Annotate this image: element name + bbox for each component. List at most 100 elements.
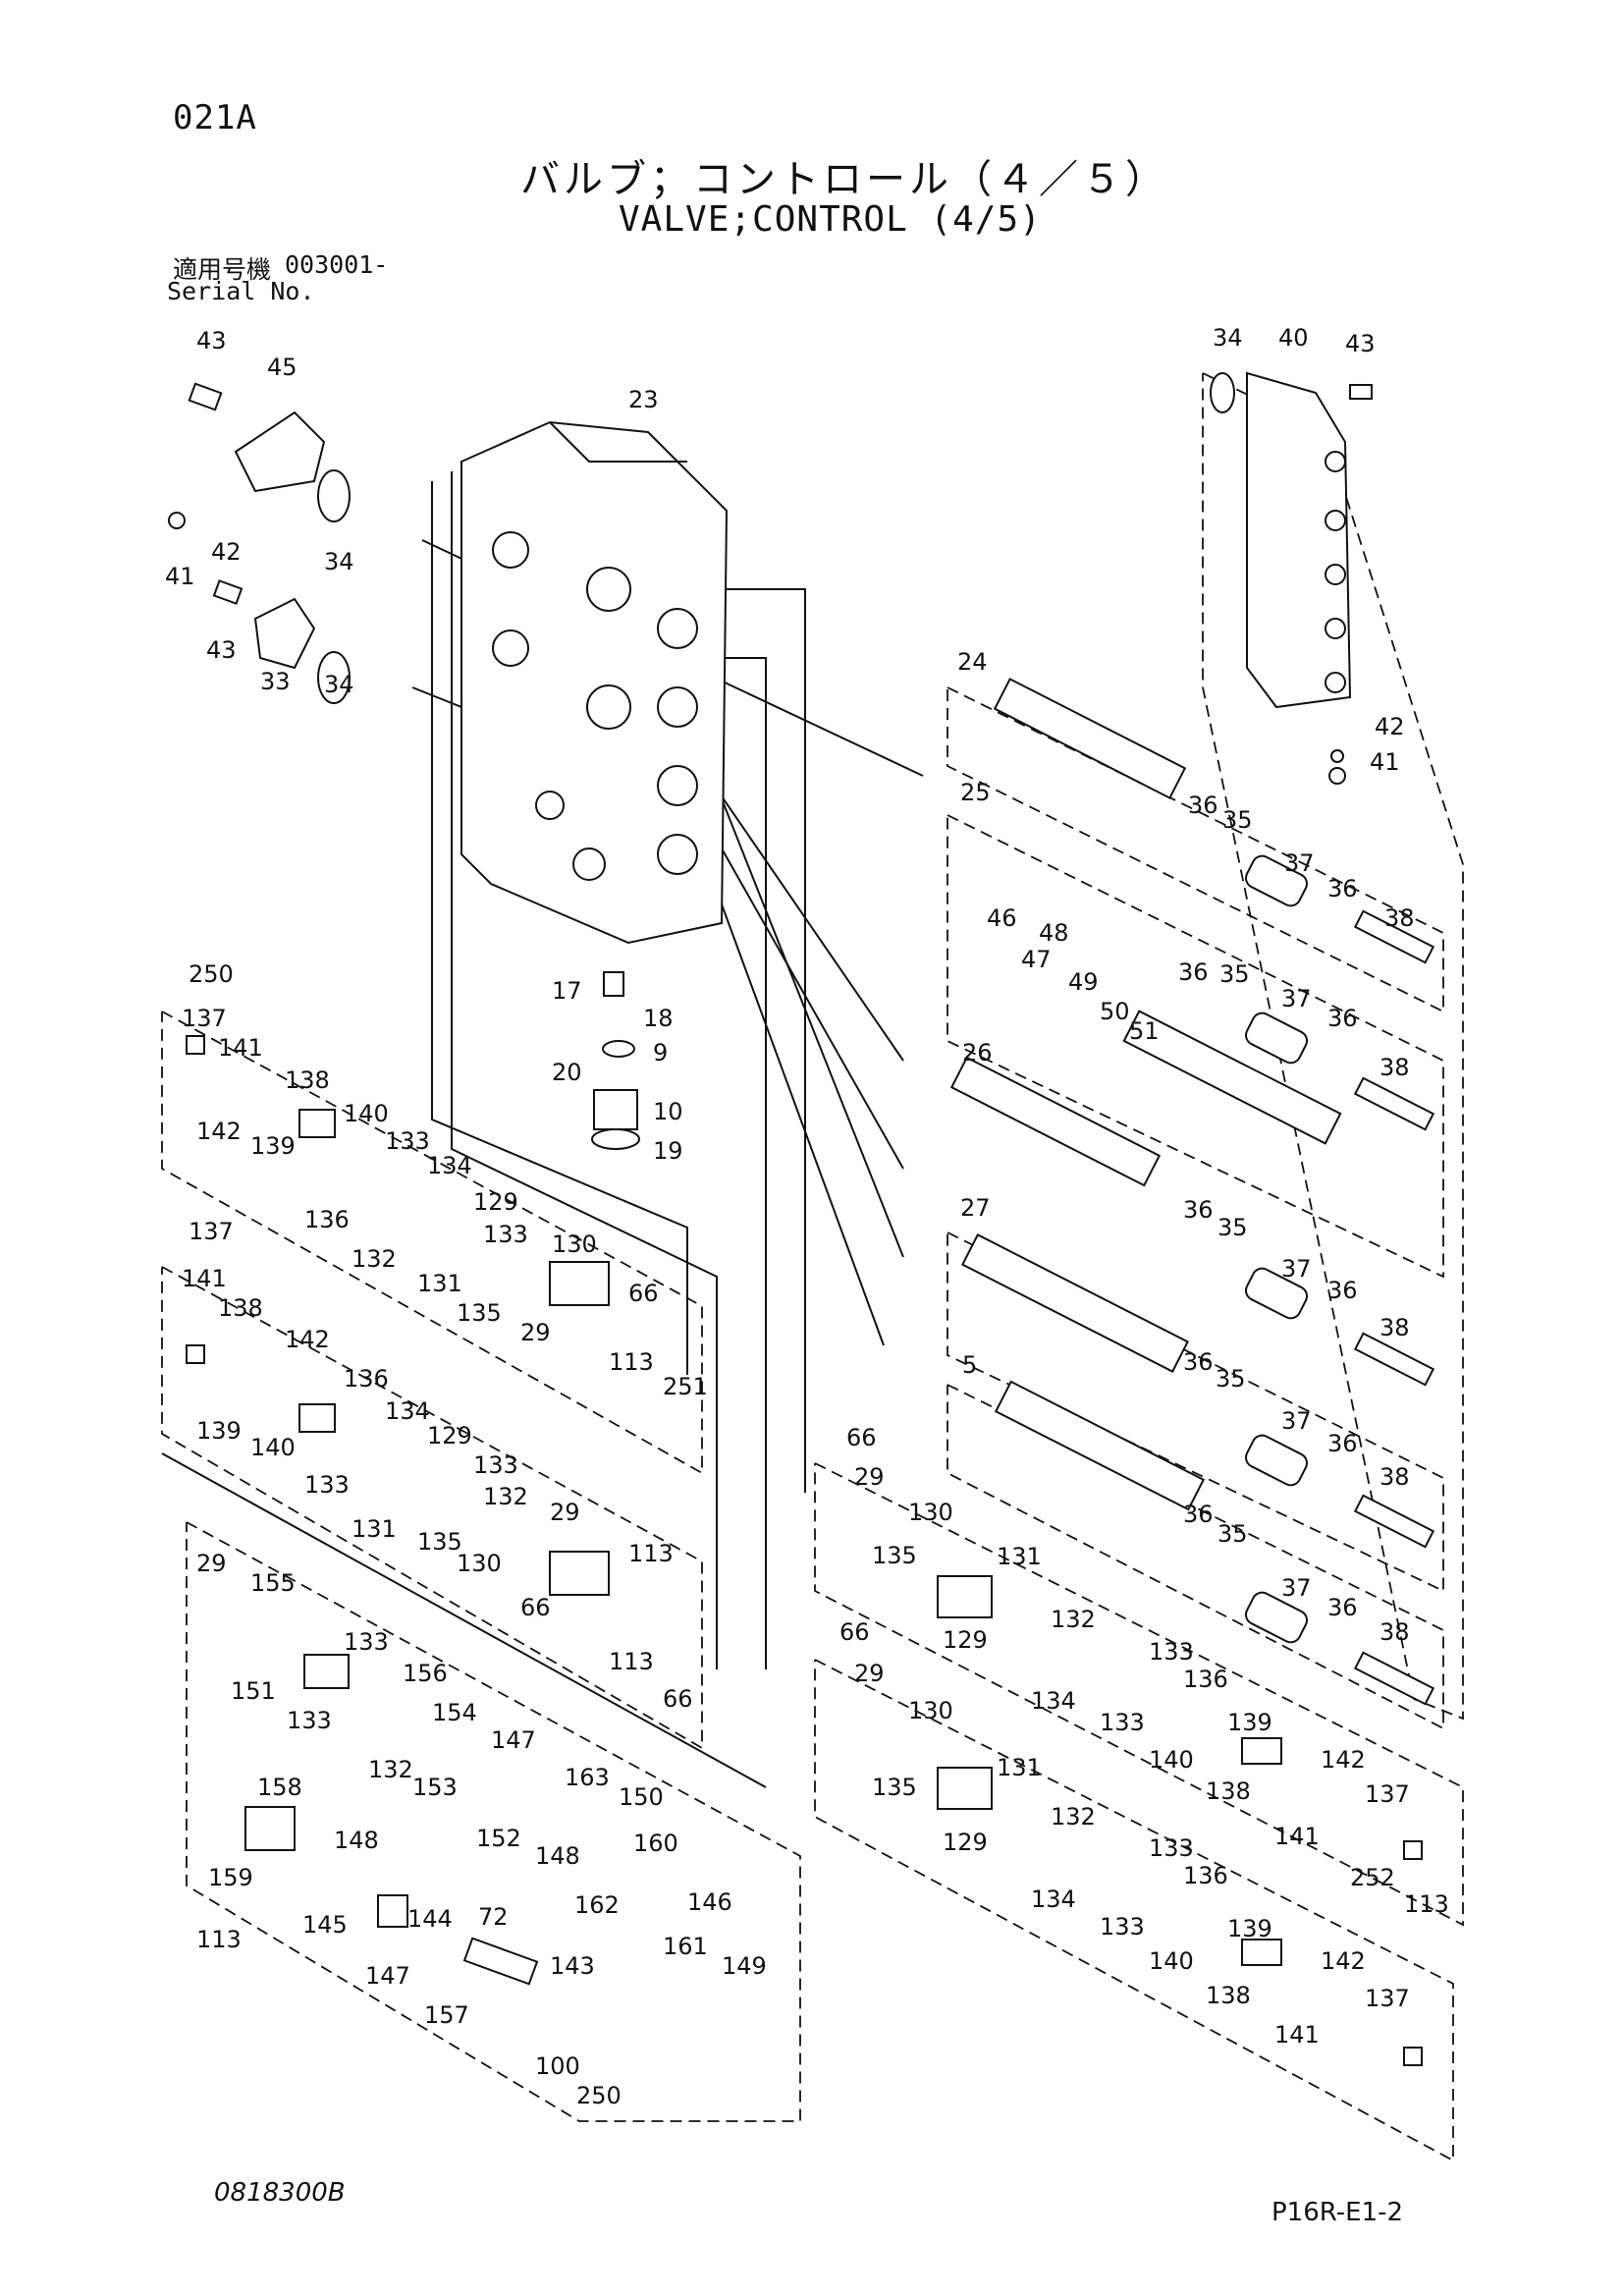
part-callout-130: 130 <box>908 1697 953 1724</box>
part-callout-142: 142 <box>1321 1947 1366 1975</box>
part-callout-147: 147 <box>365 1962 410 1990</box>
part-callout-43: 43 <box>1345 330 1376 357</box>
part-callout-36: 36 <box>1188 792 1218 819</box>
part-callout-48: 48 <box>1039 919 1069 947</box>
part-callout-131: 131 <box>352 1515 397 1543</box>
part-callout-132: 132 <box>1051 1803 1096 1831</box>
part-callout-113: 113 <box>628 1540 674 1567</box>
part-callout-26: 26 <box>962 1039 993 1066</box>
part-callout-158: 158 <box>257 1774 302 1801</box>
part-callout-18: 18 <box>643 1005 674 1032</box>
part-callout-131: 131 <box>997 1543 1042 1570</box>
part-callout-156: 156 <box>403 1660 448 1687</box>
part-callout-135: 135 <box>872 1542 917 1569</box>
part-callout-152: 152 <box>476 1825 521 1852</box>
part-callout-35: 35 <box>1219 960 1250 988</box>
title-japanese: バルブ；コントロール（４／５） <box>520 157 1168 202</box>
part-callout-36: 36 <box>1183 1196 1214 1224</box>
part-callout-150: 150 <box>619 1783 664 1811</box>
part-callout-38: 38 <box>1380 1463 1410 1491</box>
part-callout-50: 50 <box>1100 998 1130 1025</box>
part-callout-163: 163 <box>565 1764 610 1791</box>
serial-number: 003001- <box>285 250 389 279</box>
serial-label-japanese: 適用号機 <box>173 255 272 284</box>
boundary-spool-27 <box>947 1231 1444 1593</box>
part-callout-113: 113 <box>1404 1890 1449 1918</box>
part-callout-140: 140 <box>344 1100 389 1127</box>
part-callout-134: 134 <box>385 1397 430 1425</box>
part-callout-66: 66 <box>520 1594 551 1621</box>
part-callout-251: 251 <box>663 1373 708 1400</box>
relief-valves <box>186 1035 1423 2066</box>
part-callout-24: 24 <box>957 648 988 676</box>
part-callout-23: 23 <box>628 386 659 413</box>
part-callout-155: 155 <box>250 1569 296 1597</box>
part-callout-151: 151 <box>231 1677 276 1705</box>
part-callout-37: 37 <box>1281 1255 1312 1283</box>
part-callout-42: 42 <box>1375 713 1405 740</box>
part-callout-250: 250 <box>189 960 234 988</box>
part-callout-154: 154 <box>432 1699 477 1726</box>
part-callout-133: 133 <box>344 1628 389 1656</box>
part-callout-130: 130 <box>552 1230 597 1258</box>
part-callout-141: 141 <box>1274 2021 1320 2049</box>
part-callout-144: 144 <box>407 1905 453 1933</box>
part-callout-138: 138 <box>285 1066 330 1094</box>
part-callout-142: 142 <box>285 1326 330 1353</box>
part-callout-36: 36 <box>1327 1594 1358 1621</box>
part-callout-162: 162 <box>574 1891 620 1919</box>
part-callout-138: 138 <box>218 1294 263 1322</box>
part-callout-135: 135 <box>417 1528 462 1556</box>
part-callout-138: 138 <box>1206 1982 1251 2009</box>
boundary-250-right <box>814 1462 1464 1927</box>
part-callout-29: 29 <box>854 1463 885 1491</box>
part-callout-139: 139 <box>1227 1915 1272 1942</box>
part-callout-250: 250 <box>576 2082 622 2109</box>
part-callout-136: 136 <box>344 1365 389 1393</box>
part-callout-129: 129 <box>427 1422 472 1449</box>
part-callout-133: 133 <box>1100 1913 1145 1941</box>
boundary-251-left <box>161 1266 703 1750</box>
part-callout-38: 38 <box>1380 1618 1410 1646</box>
part-callout-29: 29 <box>196 1550 227 1577</box>
boundary-spool-25 <box>947 814 1444 1279</box>
part-callout-139: 139 <box>1227 1709 1272 1736</box>
part-callout-20: 20 <box>552 1059 582 1086</box>
part-callout-113: 113 <box>609 1648 654 1675</box>
boundary-100 <box>186 1521 801 2122</box>
part-callout-41: 41 <box>165 563 195 590</box>
part-callout-161: 161 <box>663 1933 708 1960</box>
boundary-spool-5 <box>947 1384 1444 1730</box>
part-callout-133: 133 <box>1149 1834 1194 1862</box>
part-callout-132: 132 <box>1051 1606 1096 1633</box>
part-callout-139: 139 <box>196 1417 242 1445</box>
spools <box>949 678 1435 1706</box>
part-callout-29: 29 <box>854 1660 885 1687</box>
part-callout-36: 36 <box>1327 1005 1358 1032</box>
part-callout-157: 157 <box>424 2001 469 2029</box>
part-callout-147: 147 <box>491 1726 536 1754</box>
part-callout-159: 159 <box>208 1864 253 1891</box>
part-callout-41: 41 <box>1370 748 1400 776</box>
plug-10-group <box>591 971 640 1150</box>
part-callout-142: 142 <box>196 1118 242 1145</box>
part-callout-140: 140 <box>250 1434 296 1461</box>
part-callout-141: 141 <box>218 1034 263 1062</box>
part-callout-130: 130 <box>457 1550 502 1577</box>
drawing-number: 0818300B <box>214 2178 346 2208</box>
part-callout-34: 34 <box>324 548 354 575</box>
part-callout-9: 9 <box>653 1039 668 1066</box>
part-callout-35: 35 <box>1216 1365 1246 1393</box>
part-callout-133: 133 <box>287 1707 332 1734</box>
part-callout-135: 135 <box>872 1774 917 1801</box>
part-callout-36: 36 <box>1327 1277 1358 1304</box>
part-callout-42: 42 <box>211 538 242 566</box>
part-callout-34: 34 <box>324 671 354 698</box>
part-callout-134: 134 <box>1031 1687 1076 1715</box>
valve-body-23 <box>460 420 729 945</box>
part-callout-135: 135 <box>457 1299 502 1327</box>
part-callout-36: 36 <box>1183 1501 1214 1528</box>
part-callout-132: 132 <box>352 1245 397 1273</box>
part-callout-133: 133 <box>1149 1638 1194 1666</box>
